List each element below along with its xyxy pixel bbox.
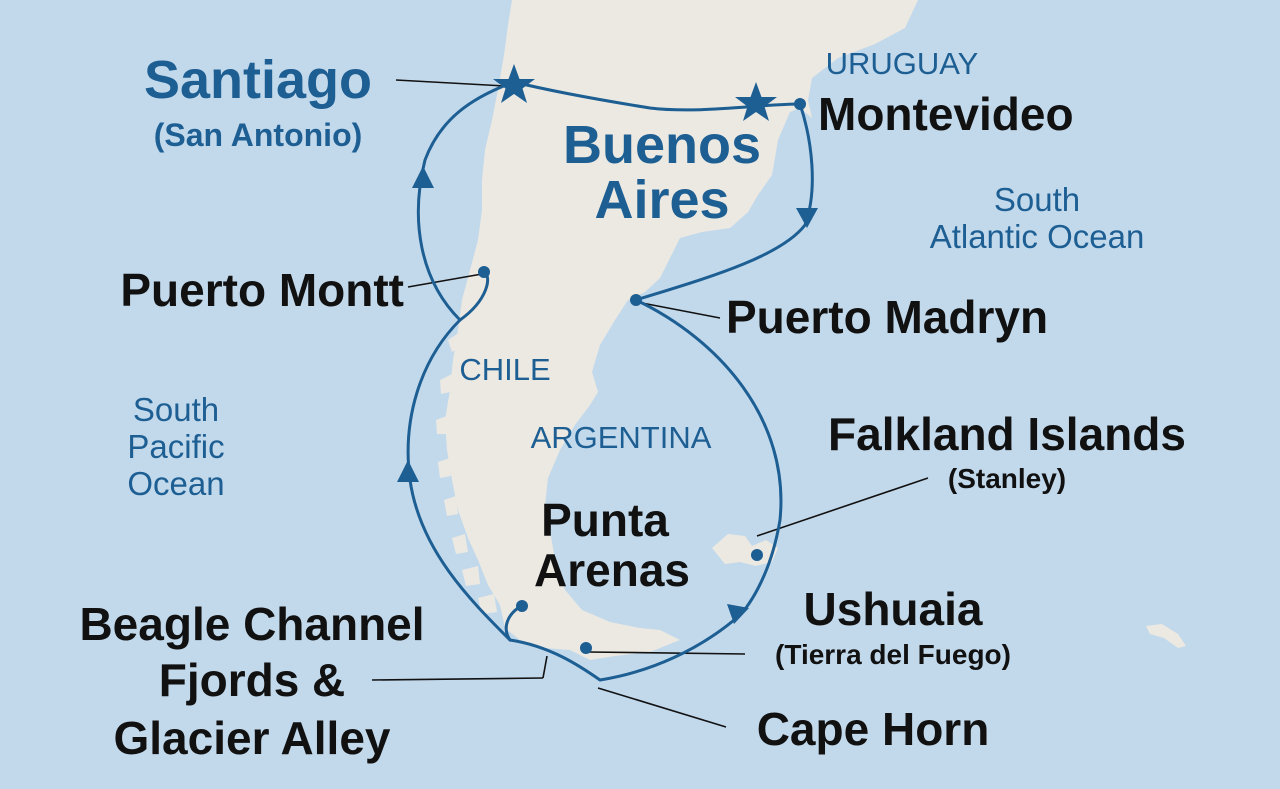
label-beagle-2: Fjords & — [159, 654, 346, 706]
label-buenos-aires-2: Aires — [594, 170, 729, 230]
dot-marker — [478, 266, 490, 278]
dot-marker — [630, 294, 642, 306]
dot-marker — [580, 642, 592, 654]
dot-marker — [516, 600, 528, 612]
arrow-marker — [397, 460, 419, 482]
arrow-marker — [727, 604, 749, 624]
label-pacific-3: Ocean — [127, 465, 224, 502]
arrow-marker — [796, 208, 818, 228]
label-uruguay: URUGUAY — [826, 46, 979, 81]
label-buenos-aires-1: Buenos — [563, 115, 761, 175]
port-labels: Santiago (San Antonio) Buenos Aires Mont… — [79, 50, 1186, 764]
label-puerto-madryn: Puerto Madryn — [726, 291, 1048, 343]
direction-arrows — [397, 166, 818, 624]
region-labels: URUGUAY CHILE ARGENTINA South Atlantic O… — [127, 46, 1144, 502]
star-markers — [493, 64, 777, 121]
label-atlantic-2: Atlantic Ocean — [930, 218, 1145, 255]
dot-marker — [794, 98, 806, 110]
label-pacific-2: Pacific — [127, 428, 224, 465]
leader-lines — [371, 79, 929, 728]
label-montevideo: Montevideo — [818, 88, 1074, 140]
star-marker — [735, 82, 777, 121]
label-puerto-montt: Puerto Montt — [120, 264, 404, 316]
land-south-georgia — [1146, 624, 1186, 648]
label-ushuaia-sub: (Tierra del Fuego) — [775, 639, 1011, 670]
label-beagle-1: Beagle Channel — [79, 598, 424, 650]
label-falkland: Falkland Islands — [828, 408, 1186, 460]
dot-marker — [751, 549, 763, 561]
label-argentina: ARGENTINA — [531, 420, 712, 455]
label-santiago-sub: (San Antonio) — [154, 117, 363, 153]
label-pacific-1: South — [133, 391, 219, 428]
label-falkland-sub: (Stanley) — [948, 463, 1066, 494]
chile-fjord-islands — [436, 332, 497, 614]
label-cape-horn: Cape Horn — [757, 703, 990, 755]
label-ushuaia: Ushuaia — [804, 583, 983, 635]
label-punta-arenas-1: Punta — [541, 494, 669, 546]
label-santiago: Santiago — [144, 50, 372, 110]
label-atlantic-1: South — [994, 181, 1080, 218]
arrow-marker — [412, 166, 434, 188]
star-marker — [493, 64, 535, 103]
port-dots — [478, 98, 806, 654]
label-punta-arenas-2: Arenas — [534, 544, 690, 596]
label-beagle-3: Glacier Alley — [113, 712, 390, 764]
label-chile: CHILE — [459, 352, 550, 387]
land-south-america — [445, 0, 918, 660]
